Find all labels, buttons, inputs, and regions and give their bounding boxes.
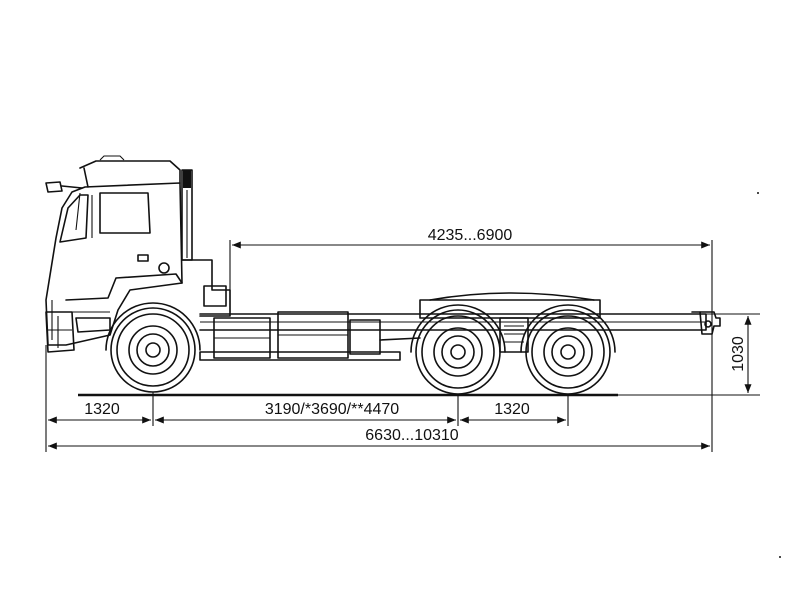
extension-lines [45,240,760,452]
dimension-frame-height: 1030 [730,316,752,393]
dimension-overall-length: 6630...10310 [48,427,710,450]
exhaust-stack [181,169,231,317]
dimension-frame-length: 4235...6900 [232,227,710,249]
truck-cab [45,155,183,353]
front-overhang-label: 1320 [84,401,120,418]
dimension-rear-axle-spacing: 1320 [460,401,566,424]
dimension-wheelbase: 3190/*3690/**4470 [155,401,456,424]
wheelbase-label: 3190/*3690/**4470 [265,401,399,418]
front-wheel [105,302,201,393]
rear-axle-spacing-label: 1320 [494,401,530,418]
overall-length-label: 6630...10310 [365,427,459,444]
chassis-frame [199,292,721,361]
rear-wheel-2 [520,304,616,395]
frame-height-label: 1030 [730,336,747,372]
dimension-front-overhang: 1320 [48,401,151,424]
frame-length-label: 4235...6900 [428,227,513,244]
